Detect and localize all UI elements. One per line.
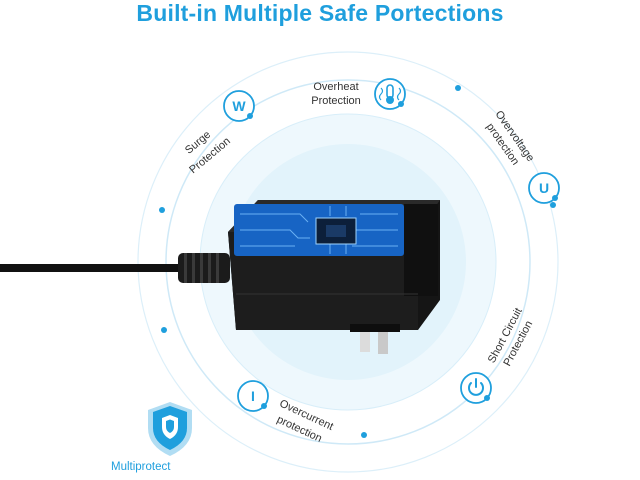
multiprotect-badge	[148, 402, 192, 456]
feature-surge: Surge Protection	[183, 129, 233, 177]
ring-dot	[159, 207, 165, 213]
shield-icon	[148, 402, 192, 456]
u-letter-icon: U	[528, 172, 560, 204]
thermometer-icon	[374, 78, 406, 110]
power-adapter	[228, 200, 440, 354]
w-letter-icon: W	[223, 90, 255, 122]
outer-ring	[137, 51, 559, 473]
plug-prong	[378, 330, 388, 354]
icon-glyph: I	[251, 388, 255, 404]
multiprotect-label: Multiprotect	[111, 461, 171, 473]
overheat-line1: Overheat	[313, 81, 358, 93]
ring-dot	[361, 432, 367, 438]
icon-glyph: U	[539, 180, 549, 196]
ring-dot	[455, 85, 461, 91]
ring-dot	[161, 327, 167, 333]
ring-dot	[550, 202, 556, 208]
headline: Built-in Multiple Safe Portections	[136, 0, 504, 26]
power-icon	[460, 372, 492, 404]
i-letter-icon: I	[237, 380, 269, 412]
feature-overheat: Overheat Protection	[311, 81, 361, 107]
cable-strain-relief	[178, 253, 230, 283]
overheat-line2: Protection	[311, 95, 361, 107]
icon-glyph: W	[232, 98, 246, 114]
middle-ring	[165, 79, 531, 445]
feature-short-circuit: Short Circuit Protection	[486, 306, 535, 368]
feature-overvoltage: Overvoltage protection	[484, 109, 537, 168]
plug-prong	[360, 330, 370, 352]
